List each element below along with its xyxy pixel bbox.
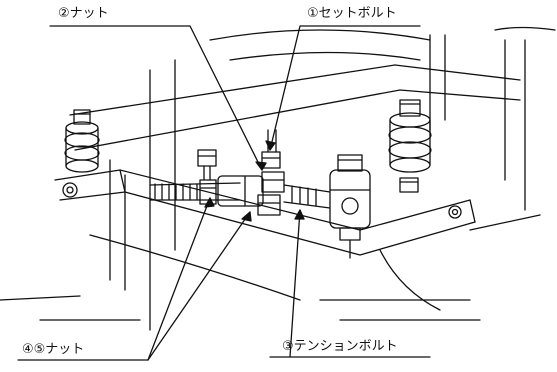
leader-lines [17, 25, 431, 361]
upper-arm [69, 64, 521, 151]
label-set-bolt-1: ①セットボルト [307, 6, 397, 21]
right-bushing [388, 99, 432, 193]
leader-arrows [204, 140, 305, 222]
label-tension-bolt-3: ③テンションボルト [282, 339, 398, 354]
tension-rod-assembly [149, 129, 331, 216]
frame-lines [0, 26, 556, 331]
clevis-block [329, 154, 371, 259]
label-nut-2: ②ナット [58, 6, 109, 21]
left-bushing [64, 109, 100, 173]
label-nut-4-5: ④⑤ナット [22, 342, 85, 357]
